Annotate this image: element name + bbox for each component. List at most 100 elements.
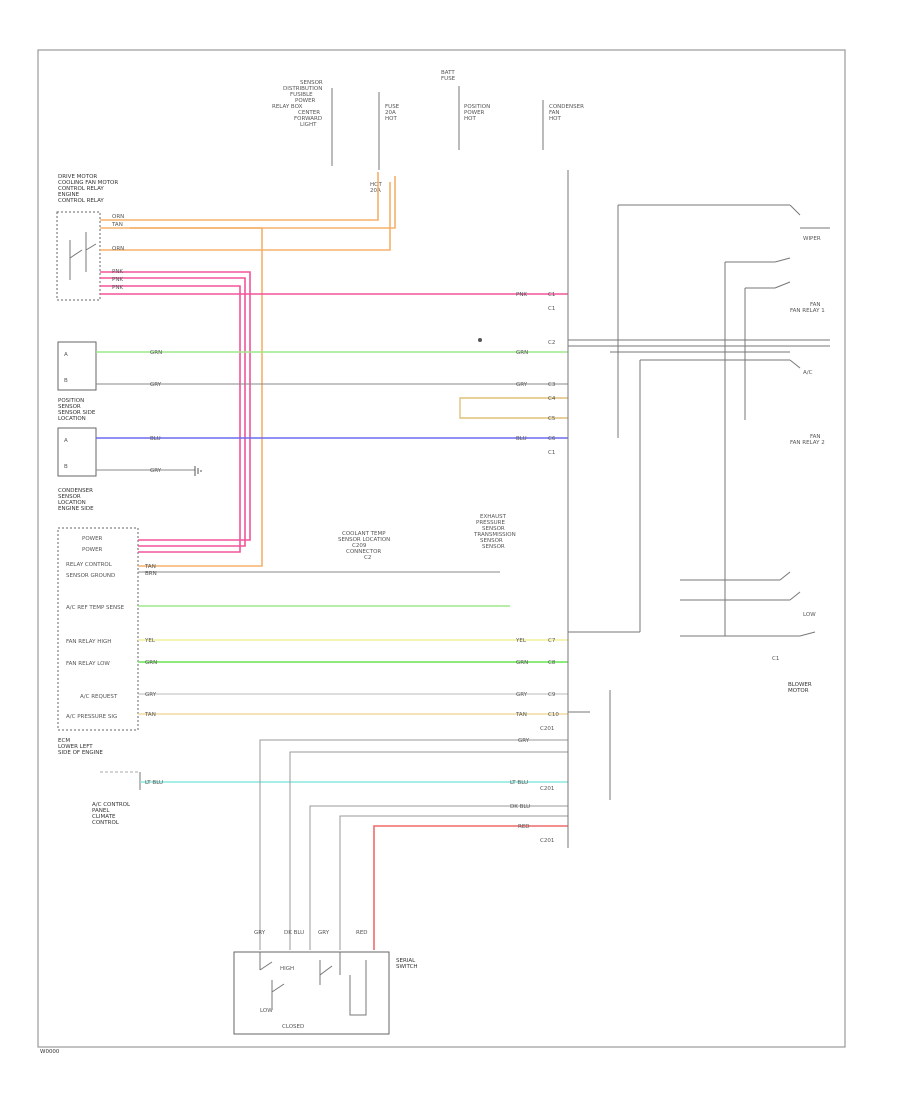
reference-code: W0000	[40, 1049, 60, 1055]
svg-text:BRN: BRN	[145, 571, 157, 577]
svg-text:CONTROL: CONTROL	[92, 820, 120, 826]
wires-gray	[96, 383, 568, 695]
svg-text:COOLING FAN MOTOR: COOLING FAN MOTOR	[58, 180, 118, 186]
svg-text:GRY: GRY	[150, 382, 162, 388]
svg-text:C7: C7	[548, 638, 556, 644]
svg-text:POWER: POWER	[82, 536, 103, 542]
svg-text:HOT: HOT	[385, 116, 397, 122]
svg-text:SIDE OF ENGINE: SIDE OF ENGINE	[58, 750, 103, 756]
svg-text:HOT: HOT	[464, 116, 476, 122]
svg-text:SENSOR: SENSOR	[58, 404, 81, 410]
svg-text:SENSOR SIDE: SENSOR SIDE	[58, 410, 96, 416]
svg-text:POWER: POWER	[82, 547, 103, 553]
svg-text:GRN: GRN	[516, 660, 528, 666]
diagram-frame	[37, 49, 846, 1048]
svg-text:GRN: GRN	[150, 350, 162, 356]
svg-text:ORN: ORN	[112, 214, 124, 220]
svg-text:SENSOR LOCATION: SENSOR LOCATION	[338, 537, 390, 543]
splice-node	[478, 338, 482, 342]
svg-text:GRY: GRY	[518, 738, 530, 744]
svg-text:C209: C209	[352, 543, 367, 549]
svg-text:C1: C1	[548, 450, 555, 456]
svg-text:WIPER: WIPER	[803, 236, 821, 242]
condenser-sensor-block: A B CONDENSER SENSOR LOCATION ENGINE SID…	[57, 427, 97, 512]
svg-text:PNK: PNK	[112, 285, 123, 291]
svg-text:B: B	[64, 464, 68, 470]
svg-text:ENGINE: ENGINE	[58, 192, 80, 198]
svg-text:GRY: GRY	[318, 930, 330, 936]
svg-text:C3: C3	[548, 382, 556, 388]
svg-text:ECM: ECM	[58, 738, 70, 744]
svg-text:SENSOR: SENSOR	[482, 544, 505, 550]
svg-text:POSITION: POSITION	[464, 104, 490, 110]
mid-connector-labels: COOLANT TEMP SENSOR LOCATION C209 CONNEC…	[338, 514, 516, 561]
svg-text:DRIVE MOTOR: DRIVE MOTOR	[58, 174, 97, 180]
wires-orange	[100, 172, 396, 567]
svg-text:LT BLU: LT BLU	[145, 780, 163, 786]
svg-text:DK BLU: DK BLU	[284, 930, 304, 936]
svg-text:GRY: GRY	[516, 382, 528, 388]
svg-text:LOW: LOW	[803, 612, 816, 618]
svg-text:TAN: TAN	[515, 712, 527, 718]
svg-text:LOCATION: LOCATION	[58, 416, 86, 422]
top-component-labels: SENSOR DISTRIBUTION FUSIBLE POWER RELAY …	[272, 70, 584, 194]
svg-text:LOW: LOW	[260, 1008, 273, 1014]
svg-text:SENSOR: SENSOR	[480, 538, 503, 544]
svg-text:HIGH: HIGH	[280, 966, 294, 972]
svg-text:DK BLU: DK BLU	[510, 804, 530, 810]
svg-text:FAN: FAN	[810, 302, 821, 308]
svg-text:C10: C10	[548, 712, 559, 718]
svg-text:C201: C201	[540, 838, 554, 844]
svg-text:PNK: PNK	[112, 277, 123, 283]
svg-text:RED: RED	[356, 930, 368, 936]
svg-text:FAN RELAY 1: FAN RELAY 1	[790, 308, 825, 314]
wires-yellow	[138, 397, 568, 715]
svg-text:GRY: GRY	[145, 692, 157, 698]
svg-text:SENSOR: SENSOR	[58, 494, 81, 500]
svg-text:C5: C5	[548, 416, 556, 422]
svg-text:FUSE: FUSE	[441, 76, 456, 82]
svg-text:POWER: POWER	[464, 110, 485, 116]
svg-text:TRANSMISSION: TRANSMISSION	[473, 532, 516, 538]
svg-text:A/C PRESSURE SIG: A/C PRESSURE SIG	[66, 714, 117, 720]
wires-green	[96, 351, 568, 663]
svg-text:CONDENSER: CONDENSER	[58, 488, 93, 494]
svg-text:GRY: GRY	[516, 692, 528, 698]
svg-text:A/C REF TEMP SENSE: A/C REF TEMP SENSE	[66, 605, 125, 611]
svg-text:CONTROL RELAY: CONTROL RELAY	[58, 186, 104, 192]
svg-text:TAN: TAN	[144, 564, 156, 570]
svg-text:GRY: GRY	[150, 468, 162, 474]
svg-text:LOCATION: LOCATION	[58, 500, 86, 506]
svg-text:C2: C2	[364, 555, 371, 561]
svg-text:GRN: GRN	[145, 660, 157, 666]
svg-text:SERIAL: SERIAL	[396, 958, 416, 964]
wires-switch-gray	[259, 739, 568, 950]
svg-text:C1: C1	[772, 656, 779, 662]
svg-text:BLOWER: BLOWER	[788, 682, 812, 688]
svg-text:C8: C8	[548, 660, 556, 666]
svg-text:FUSE: FUSE	[385, 104, 400, 110]
svg-text:MOTOR: MOTOR	[788, 688, 809, 694]
svg-text:RED: RED	[518, 824, 530, 830]
svg-text:POSITION: POSITION	[58, 398, 84, 404]
svg-text:A/C CONTROL: A/C CONTROL	[92, 802, 131, 808]
svg-text:RELAY CONTROL: RELAY CONTROL	[66, 562, 113, 568]
svg-text:C4: C4	[548, 396, 556, 402]
svg-text:COOLANT TEMP: COOLANT TEMP	[342, 531, 386, 537]
svg-text:TAN: TAN	[111, 222, 123, 228]
svg-text:CONNECTOR: CONNECTOR	[346, 549, 381, 555]
svg-text:DISTRIBUTION: DISTRIBUTION	[283, 86, 322, 92]
wire-color-codes: ORN TAN ORN PNK PNK PNK GRN GRY BLU GRY …	[111, 214, 530, 830]
svg-text:CLOSED: CLOSED	[282, 1024, 304, 1030]
wire-red	[373, 825, 568, 950]
svg-text:C201: C201	[540, 726, 554, 732]
svg-text:BLU: BLU	[150, 436, 161, 442]
svg-text:CONDENSER: CONDENSER	[549, 104, 584, 110]
pin-reference-tags: C1 C1 C2 C3 C4 C5 C6 C1 C7 C8 C9 C10 C20…	[540, 292, 559, 844]
svg-text:CONTROL RELAY: CONTROL RELAY	[58, 198, 104, 204]
svg-text:A/C: A/C	[803, 370, 813, 376]
svg-text:BLU: BLU	[516, 436, 527, 442]
ground-symbol	[194, 466, 202, 476]
svg-text:EXHAUST: EXHAUST	[480, 514, 507, 520]
svg-text:ENGINE SIDE: ENGINE SIDE	[58, 506, 94, 512]
